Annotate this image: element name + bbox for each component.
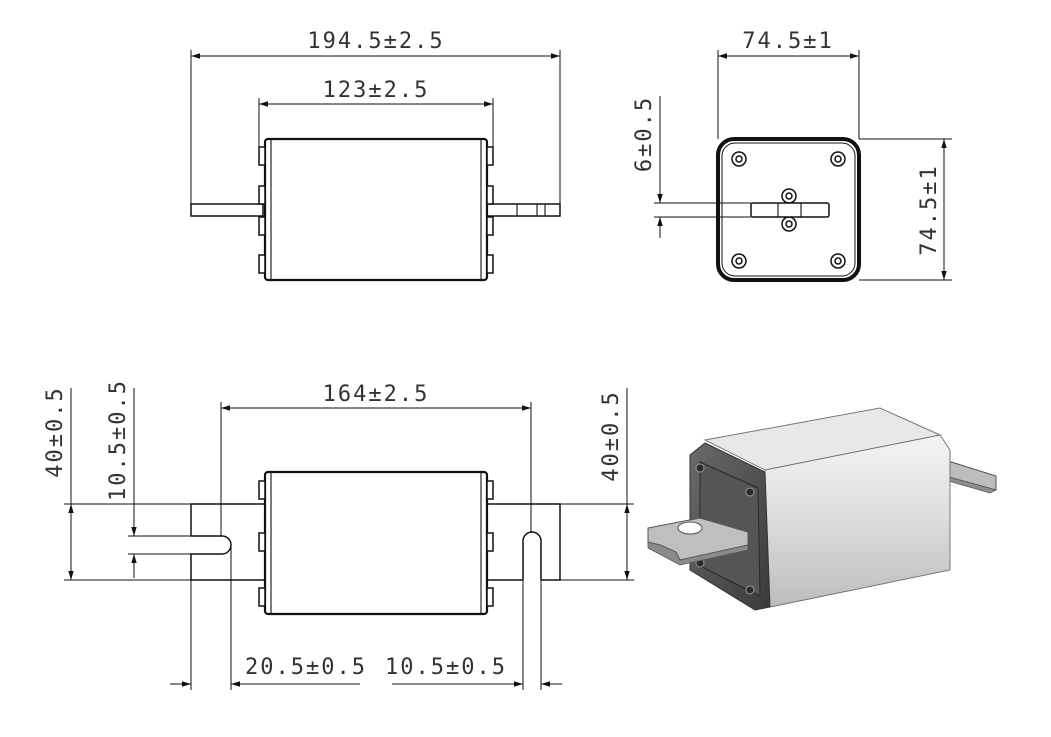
end-width-label: 74.5±1 bbox=[742, 29, 833, 54]
end-view: 74.5±1 74.5±1 6±0.5 bbox=[632, 29, 952, 282]
slot-offset-label: 20.5±0.5 bbox=[245, 655, 367, 680]
overall-length-label: 194.5±2.5 bbox=[307, 29, 444, 54]
slot-width-left-label: 10.5±0.5 bbox=[106, 379, 131, 501]
blade-height-left-label: 40±0.5 bbox=[43, 386, 68, 477]
blade-thickness-label: 6±0.5 bbox=[632, 96, 657, 172]
side-view-bottom: 164±2.5 40±0.5 10.5±0.5 40±0.5 20.5±0.5 … bbox=[43, 379, 634, 690]
terminal-spacing-label: 164±2.5 bbox=[323, 382, 430, 407]
screw-icons bbox=[731, 151, 846, 269]
slot-width-bottom-label: 10.5±0.5 bbox=[385, 655, 507, 680]
side-view-top: 194.5±2.5 123±2.5 bbox=[190, 29, 561, 282]
end-height-label: 74.5±1 bbox=[917, 164, 942, 255]
body-length-label: 123±2.5 bbox=[323, 78, 430, 103]
blade-height-right-label: 40±0.5 bbox=[599, 390, 624, 481]
fuse-3d-render bbox=[647, 407, 998, 611]
